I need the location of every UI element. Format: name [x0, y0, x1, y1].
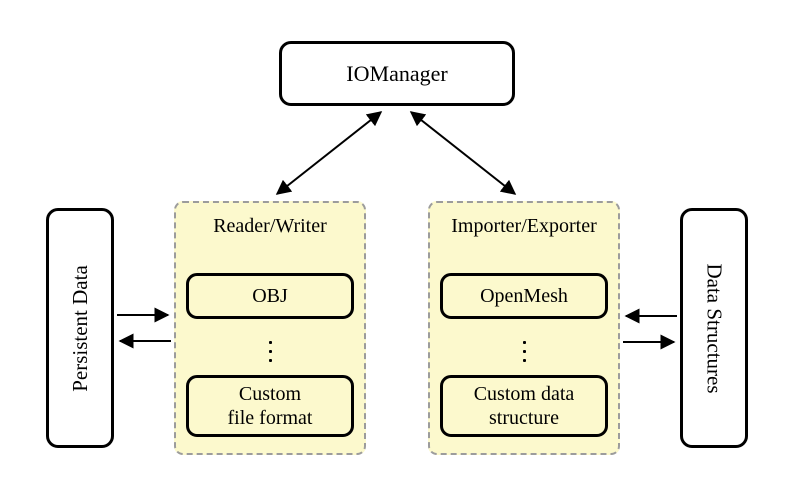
node-iomanager-label: IOManager [346, 60, 448, 86]
panel-importer-exporter: Importer/Exporter OpenMesh Custom data s… [428, 201, 620, 455]
node-iomanager: IOManager [279, 41, 515, 106]
node-openmesh: OpenMesh [440, 273, 608, 319]
node-obj-label: OBJ [252, 285, 288, 307]
panel-reader-writer: Reader/Writer OBJ Custom file format [174, 201, 366, 455]
node-custom-data-structure-line2: structure [489, 407, 559, 429]
panel-reader-writer-title: Reader/Writer [213, 215, 327, 237]
panel-importer-exporter-title: Importer/Exporter [451, 215, 597, 237]
node-custom-file-format-line2: file format [227, 407, 313, 429]
node-custom-file-format-line1: Custom [238, 383, 302, 405]
edge-iomanager-importerexporter [409, 111, 517, 195]
node-custom-data-structure-line1: Custom data [473, 383, 575, 405]
edge-iomanager-readerwriter [275, 111, 383, 195]
node-persistent-data-label: Persistent Data [67, 264, 92, 392]
node-data-structures-label: Data Structures [702, 262, 727, 394]
node-custom-file-format: Custom file format [186, 375, 354, 437]
node-openmesh-label: OpenMesh [480, 285, 568, 307]
vertical-ellipsis-icon [430, 331, 618, 371]
node-data-structures: Data Structures [680, 208, 748, 448]
node-persistent-data: Persistent Data [46, 208, 114, 448]
node-obj: OBJ [186, 273, 354, 319]
vertical-ellipsis-icon [176, 331, 364, 371]
node-custom-data-structure: Custom data structure [440, 375, 608, 437]
